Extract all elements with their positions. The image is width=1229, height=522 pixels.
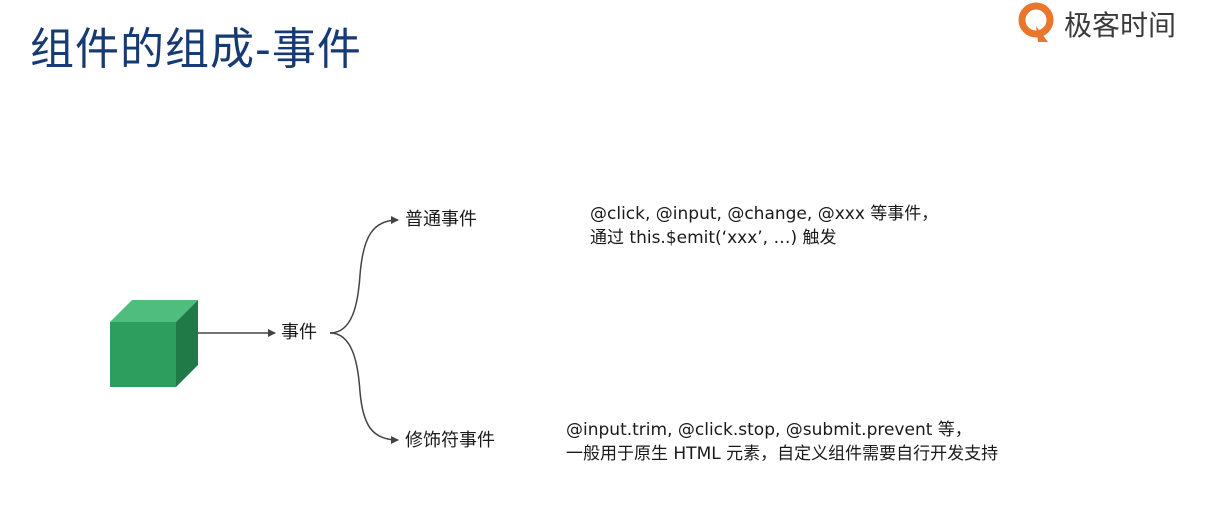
normal-event-description: @click, @input, @change, @xxx 等事件， 通过 th… (590, 202, 938, 250)
branch-arrow-modifier-event (329, 332, 399, 444)
event-node-label: 事件 (281, 322, 317, 343)
page-title: 组件的组成-事件 (30, 24, 362, 75)
modifier-event-label: 修饰符事件 (405, 430, 495, 451)
normal-event-description-line: 通过 this.$emit(‘xxx’, …) 触发 (590, 228, 837, 248)
component-cube-icon (110, 300, 198, 387)
branch-arrow-normal-event (329, 216, 399, 334)
modifier-event-description-line: 一般用于原生 HTML 元素，自定义组件需要自行开发支持 (566, 444, 999, 464)
normal-event-label: 普通事件 (405, 209, 477, 230)
modifier-event-description-line: @input.trim, @click.stop, @submit.preven… (566, 420, 972, 440)
brand-logo: 极客时间 (1018, 2, 1176, 46)
brand-mark-icon (1018, 2, 1054, 42)
brand-name: 极客时间 (1064, 9, 1177, 42)
modifier-event-description: @input.trim, @click.stop, @submit.preven… (566, 418, 998, 466)
normal-event-description-line: @click, @input, @change, @xxx 等事件， (590, 204, 939, 224)
